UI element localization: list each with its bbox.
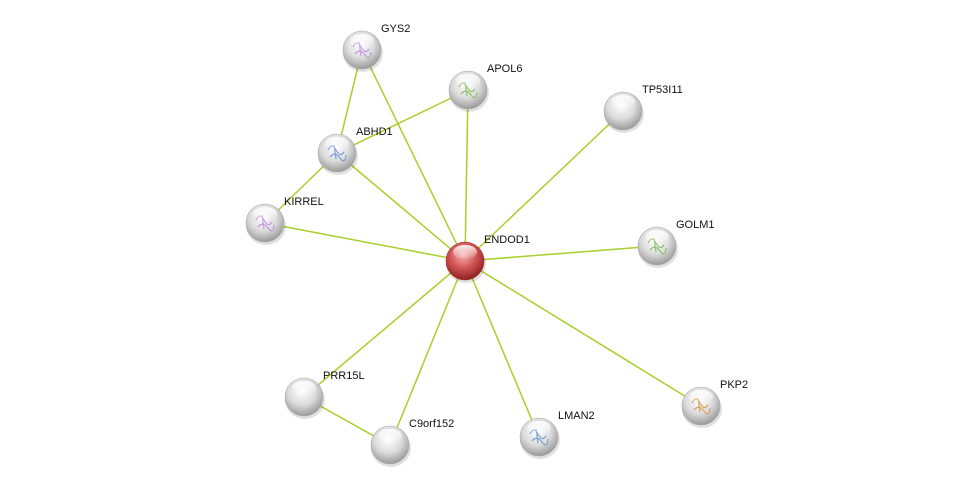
node-label: APOL6 bbox=[487, 63, 522, 75]
node-label: ENDOD1 bbox=[484, 234, 530, 246]
edge-endod1-apol6[interactable] bbox=[464, 89, 469, 262]
node-pkp2[interactable]: PKP2 bbox=[681, 379, 748, 428]
edge-apol6-abhd1[interactable] bbox=[336, 89, 469, 154]
edge-endod1-tp53i11[interactable] bbox=[464, 110, 624, 262]
edge-endod1-c9orf152[interactable] bbox=[389, 260, 466, 446]
node-label: GOLM1 bbox=[676, 219, 715, 231]
node-golm1[interactable]: GOLM1 bbox=[637, 219, 715, 268]
node-label: TP53I11 bbox=[642, 84, 683, 96]
node-label: ABHD1 bbox=[356, 126, 393, 138]
node-label: GYS2 bbox=[381, 23, 410, 35]
node-tp53i11[interactable]: TP53I11 bbox=[603, 84, 683, 133]
edge-endod1-pkp2[interactable] bbox=[464, 260, 702, 407]
node-label: KIRREL bbox=[284, 196, 324, 208]
node-prr15l[interactable]: PRR15L bbox=[284, 370, 365, 419]
node-apol6[interactable]: APOL6 bbox=[448, 63, 522, 112]
node-c9orf152[interactable]: C9orf152 bbox=[370, 418, 454, 467]
node-lman2[interactable]: LMAN2 bbox=[519, 410, 595, 459]
edge-endod1-gys2[interactable] bbox=[361, 49, 466, 262]
edge-endod1-prr15l[interactable] bbox=[303, 260, 466, 398]
edge-endod1-lman2[interactable] bbox=[464, 260, 540, 438]
node-label: C9orf152 bbox=[409, 418, 454, 430]
edge-endod1-golm1[interactable] bbox=[464, 245, 658, 262]
node-abhd1[interactable]: ABHD1 bbox=[317, 126, 393, 175]
node-label: PKP2 bbox=[720, 379, 748, 391]
node-label: LMAN2 bbox=[558, 410, 595, 422]
node-endod1[interactable]: ENDOD1 bbox=[445, 234, 530, 283]
node-label: PRR15L bbox=[323, 370, 365, 382]
edge-endod1-abhd1[interactable] bbox=[336, 152, 466, 262]
node-kirrel[interactable]: KIRREL bbox=[245, 196, 324, 245]
node-gys2[interactable]: GYS2 bbox=[342, 23, 410, 72]
edge-endod1-kirrel[interactable] bbox=[264, 222, 466, 262]
